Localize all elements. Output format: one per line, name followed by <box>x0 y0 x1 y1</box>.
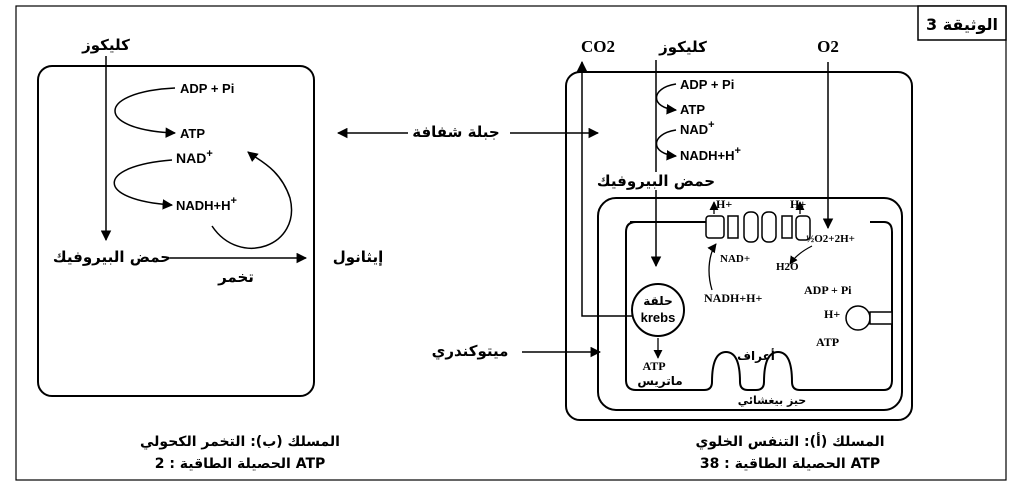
left-yield: الحصيلة الطاقية : 2 ATP <box>155 456 326 472</box>
right-adp-label: ADP + Pi <box>680 77 734 92</box>
synthase-atp-label: ATP <box>816 335 839 349</box>
fermentation-cell <box>37 65 315 397</box>
right-o2-label: O2 <box>817 37 839 56</box>
matrix-label: ماتريس <box>637 374 682 388</box>
left-nad-regeneration-arrow <box>211 151 293 249</box>
right-nad-label: NAD+ <box>680 119 715 137</box>
mitochondrion-inner-membrane <box>625 221 893 391</box>
mitochondrion-outer-membrane <box>597 197 903 411</box>
left-fermentation-label: تخمر <box>217 268 254 286</box>
etc-h-plus-2: H+ <box>790 197 806 211</box>
left-glucose-label: كليكوز <box>81 36 130 54</box>
right-yield: الحصيلة الطاقية : 38 ATP <box>700 456 880 472</box>
right-nadh-label: NADH+H+ <box>680 145 741 163</box>
doc-label-box <box>917 5 1007 41</box>
etc-h2o-label: H2O <box>776 261 799 273</box>
matrix-atp-label: ATP <box>642 359 665 373</box>
electron-transport-chain <box>705 211 811 243</box>
co2-release-arrow <box>576 60 632 317</box>
left-nadh-label: NADH+H+ <box>176 195 237 213</box>
membrane-label: جبلة شفافة <box>412 123 499 141</box>
left-path-title: المسلك (ب): التخمر الكحولي <box>140 434 340 450</box>
left-adp-label: ADP + Pi <box>180 81 234 96</box>
left-nad-label: NAD+ <box>176 148 213 166</box>
mitochondrion-label: ميتوكندري <box>432 342 509 361</box>
cristae-label: أعراف <box>737 348 775 363</box>
right-pyruvic-label: حمض البيروفيك <box>597 172 715 190</box>
left-pyruvic-label: حمض البيروفيك <box>53 248 171 266</box>
doc-label: الوثيقة 3 <box>926 15 998 34</box>
nadh-to-etc-arrow <box>707 243 717 291</box>
krebs-cycle <box>631 283 685 337</box>
left-nad-curve <box>113 159 174 210</box>
right-atp-curve <box>655 83 678 115</box>
left-atp-curve <box>114 87 177 138</box>
right-nad-curve <box>655 129 678 161</box>
atp-synthase-head <box>845 305 871 331</box>
left-ethanol-label: إيثانول <box>333 248 384 266</box>
right-co2-label: CO2 <box>581 37 615 56</box>
right-atp-label: ATP <box>680 102 705 117</box>
krebs-ar-label: حلقة <box>643 294 672 308</box>
etc-oxygen-label: ½O2+2H+ <box>806 233 855 245</box>
right-path-title: المسلك (أ): التنفس الخلوي <box>695 432 884 451</box>
synthase-adp-label: ADP + Pi <box>804 283 852 297</box>
krebs-en-label: krebs <box>641 310 676 325</box>
intermembrane-label: حيز بيغشائي <box>738 394 807 407</box>
etc-h-plus-1: H+ <box>716 197 732 211</box>
atp-synthase-stalk <box>869 311 893 325</box>
right-glucose-label: كليكوز <box>658 38 707 56</box>
etc-nad-label: NAD+ <box>720 253 750 265</box>
krebs-nadh-label: NADH+H+ <box>704 291 763 305</box>
outer-frame <box>15 5 1007 481</box>
water-formation-arrow <box>789 245 813 265</box>
left-atp-label: ATP <box>180 126 205 141</box>
respiration-cell <box>565 71 913 421</box>
synthase-h-plus-label: H+ <box>824 307 840 321</box>
